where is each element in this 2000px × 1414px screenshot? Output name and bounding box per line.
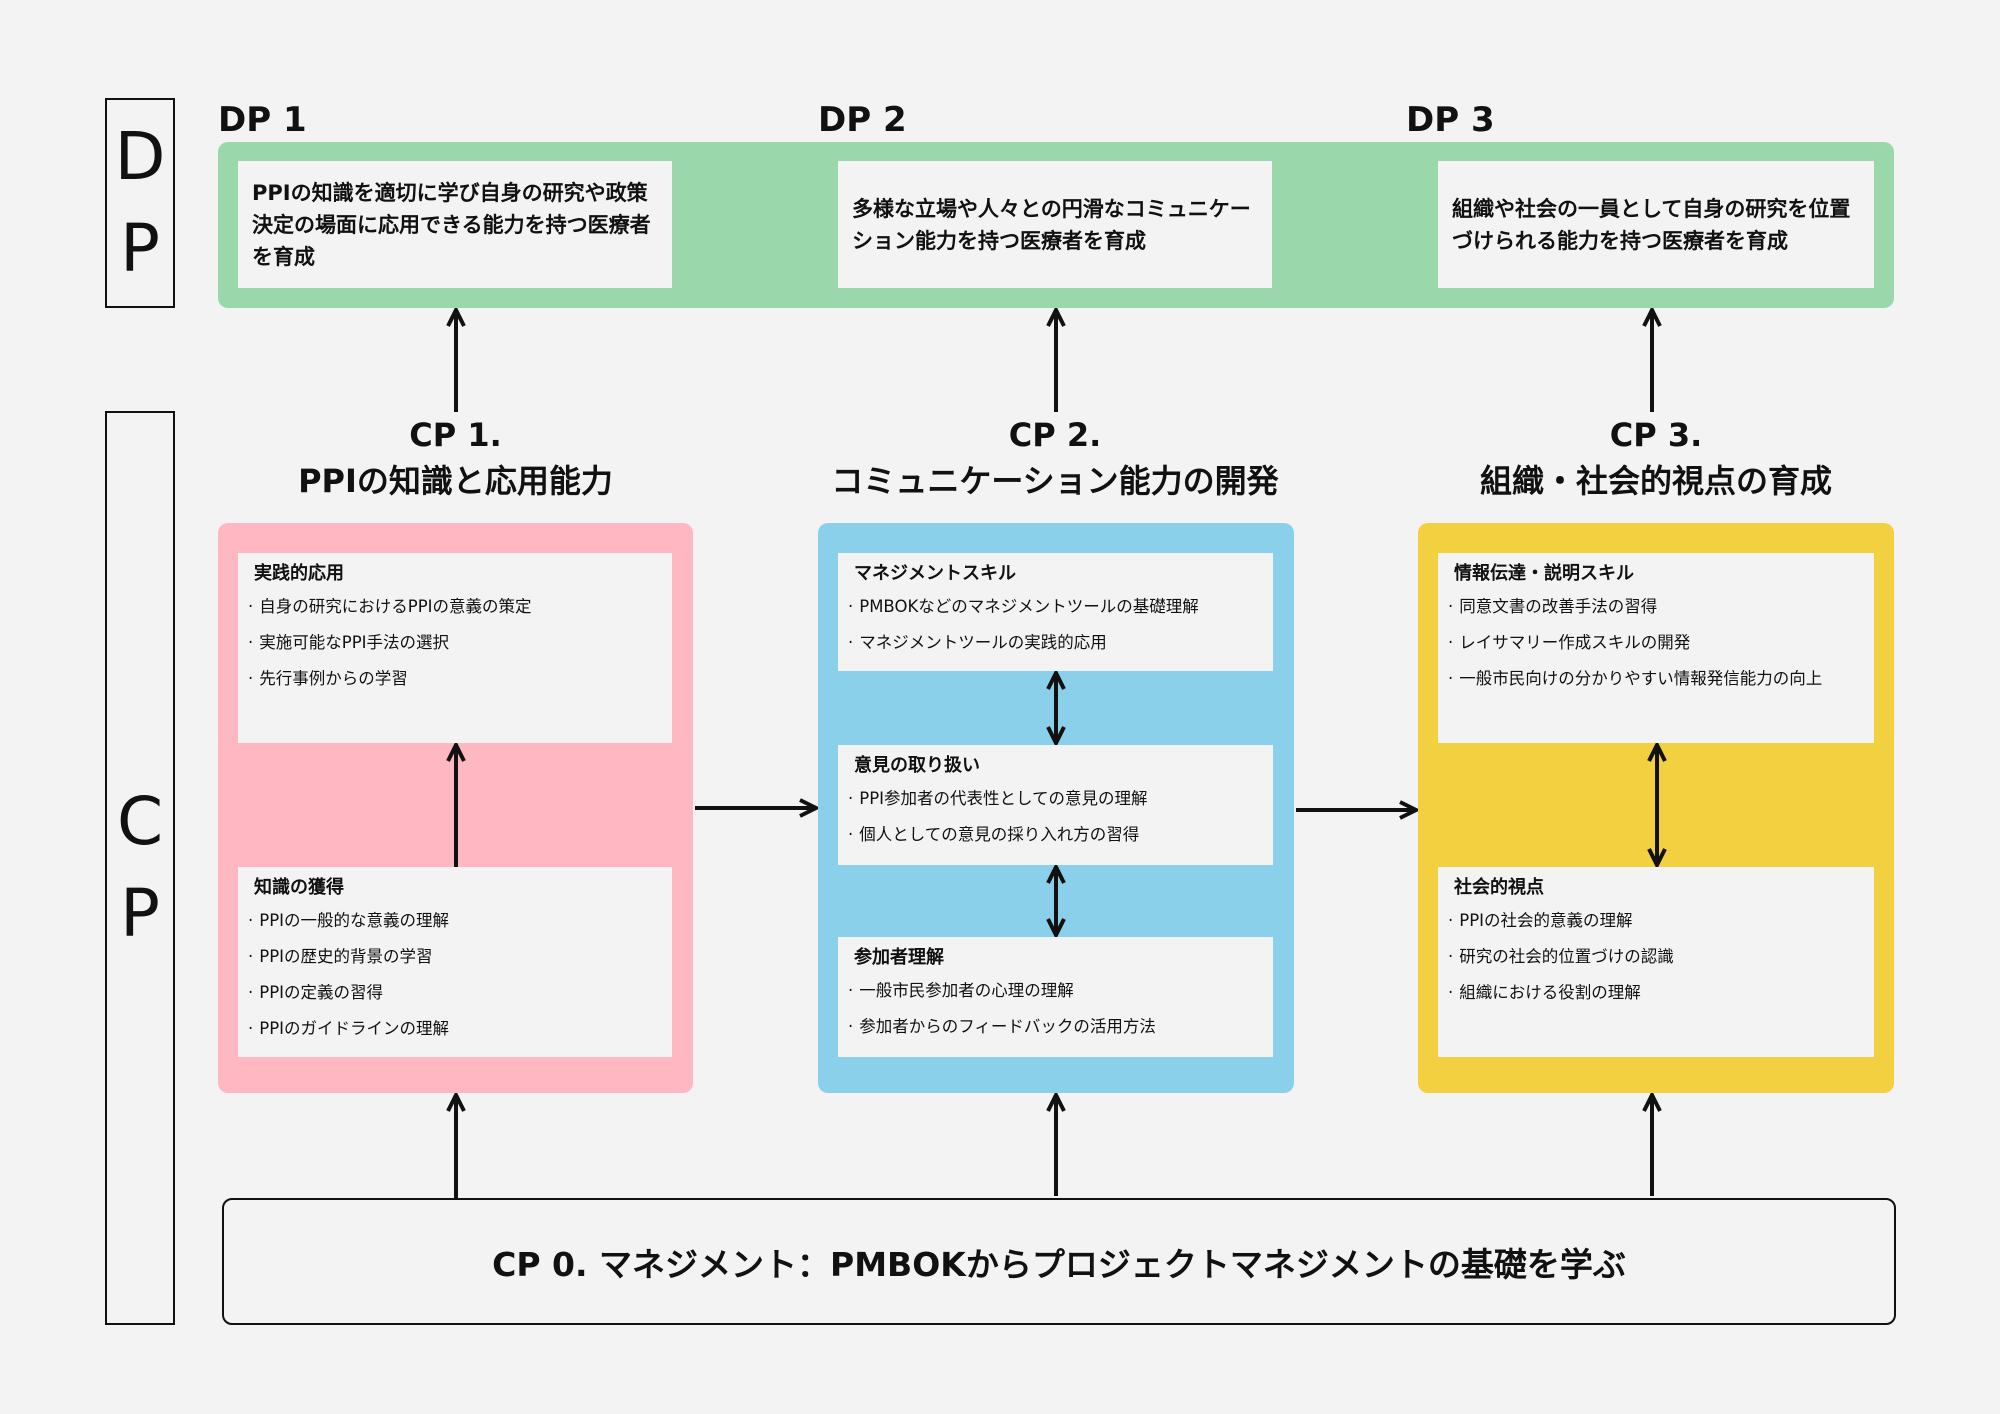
cp3-number: CP 3.	[1609, 416, 1703, 454]
list-item: PPIのガイドラインの理解	[248, 1011, 662, 1047]
cp1-card-knowledge: 知識の獲得 PPIの一般的な意義の理解 PPIの歴史的背景の学習 PPIの定義の…	[238, 867, 672, 1057]
cp-side-label: C P	[105, 411, 175, 1325]
list-item: レイサマリー作成スキルの開発	[1448, 625, 1864, 661]
dp2-heading: DP 2	[818, 100, 907, 140]
card-title: 意見の取り扱い	[854, 755, 980, 776]
cp2-card-participants: 参加者理解 一般市民参加者の心理の理解 参加者からのフィードバックの活用方法	[838, 937, 1273, 1057]
dp-side-letter-d: D	[114, 118, 166, 195]
list-item: 個人としての意見の採り入れ方の習得	[848, 817, 1263, 853]
cp2-card-opinions: 意見の取り扱い PPI参加者の代表性としての意見の理解 個人としての意見の採り入…	[838, 745, 1273, 865]
list-item: PMBOKなどのマネジメントツールの基礎理解	[848, 589, 1263, 625]
list-item: 組織における役割の理解	[1448, 975, 1864, 1011]
cp3-title: 組織・社会的視点の育成	[1479, 462, 1832, 500]
list-item: 一般市民参加者の心理の理解	[848, 973, 1263, 1009]
cp3-heading: CP 3. 組織・社会的視点の育成	[1418, 412, 1894, 504]
cp1-number: CP 1.	[409, 416, 502, 454]
cp-side-letter-c: C	[116, 783, 164, 860]
list-item: PPIの定義の習得	[248, 975, 662, 1011]
list-item: PPIの一般的な意義の理解	[248, 903, 662, 939]
card-title: マネジメントスキル	[854, 563, 1016, 584]
dp2-box: 多様な立場や人々との円滑なコミュニケーション能力を持つ医療者を育成	[838, 161, 1272, 288]
cp1-title: PPIの知識と応用能力	[298, 462, 613, 500]
card-title: 情報伝達・説明スキル	[1454, 563, 1634, 584]
list-item: 自身の研究におけるPPIの意義の策定	[248, 589, 662, 625]
cp0-text: CP 0. マネジメント：PMBOKからプロジェクトマネジメントの基礎を学ぶ	[492, 1244, 1626, 1284]
card-title: 参加者理解	[854, 947, 944, 968]
dp1-text: PPIの知識を適切に学び自身の研究や政策決定の場面に応用できる能力を持つ医療者を…	[252, 180, 651, 269]
dp3-box: 組織や社会の一員として自身の研究を位置づけられる能力を持つ医療者を育成	[1438, 161, 1874, 288]
list-item: 一般市民向けの分かりやすい情報発信能力の向上	[1448, 661, 1864, 697]
list-item: PPIの歴史的背景の学習	[248, 939, 662, 975]
cp-side-letter-p: P	[120, 875, 160, 952]
cp3-card-communication: 情報伝達・説明スキル 同意文書の改善手法の習得 レイサマリー作成スキルの開発 一…	[1438, 553, 1874, 743]
dp2-text: 多様な立場や人々との円滑なコミュニケーション能力を持つ医療者を育成	[852, 196, 1251, 253]
dp3-text: 組織や社会の一員として自身の研究を位置づけられる能力を持つ医療者を育成	[1452, 196, 1851, 253]
cp2-title: コミュニケーション能力の開発	[831, 462, 1279, 500]
list-item: PPI参加者の代表性としての意見の理解	[848, 781, 1263, 817]
cp0-box: CP 0. マネジメント：PMBOKからプロジェクトマネジメントの基礎を学ぶ	[222, 1198, 1896, 1325]
dp1-box: PPIの知識を適切に学び自身の研究や政策決定の場面に応用できる能力を持つ医療者を…	[238, 161, 672, 288]
list-item: 先行事例からの学習	[248, 661, 662, 697]
cp2-heading: CP 2. コミュニケーション能力の開発	[780, 412, 1330, 504]
cp2-card-management: マネジメントスキル PMBOKなどのマネジメントツールの基礎理解 マネジメントツ…	[838, 553, 1273, 671]
dp1-heading: DP 1	[218, 100, 307, 140]
list-item: マネジメントツールの実践的応用	[848, 625, 1263, 661]
list-item: 研究の社会的位置づけの認識	[1448, 939, 1864, 975]
cp1-heading: CP 1. PPIの知識と応用能力	[218, 412, 693, 504]
list-item: 同意文書の改善手法の習得	[1448, 589, 1864, 625]
list-item: 参加者からのフィードバックの活用方法	[848, 1009, 1263, 1045]
cp2-number: CP 2.	[1008, 416, 1102, 454]
list-item: PPIの社会的意義の理解	[1448, 903, 1864, 939]
list-item: 実施可能なPPI手法の選択	[248, 625, 662, 661]
dp-side-letter-p: P	[120, 210, 160, 287]
card-title: 社会的視点	[1454, 877, 1544, 898]
dp-side-label: D P	[105, 98, 175, 308]
dp3-heading: DP 3	[1406, 100, 1495, 140]
cp3-card-social: 社会的視点 PPIの社会的意義の理解 研究の社会的位置づけの認識 組織における役…	[1438, 867, 1874, 1057]
cp1-card-practical: 実践的応用 自身の研究におけるPPIの意義の策定 実施可能なPPI手法の選択 先…	[238, 553, 672, 743]
card-title: 実践的応用	[254, 563, 344, 584]
card-title: 知識の獲得	[254, 877, 344, 898]
